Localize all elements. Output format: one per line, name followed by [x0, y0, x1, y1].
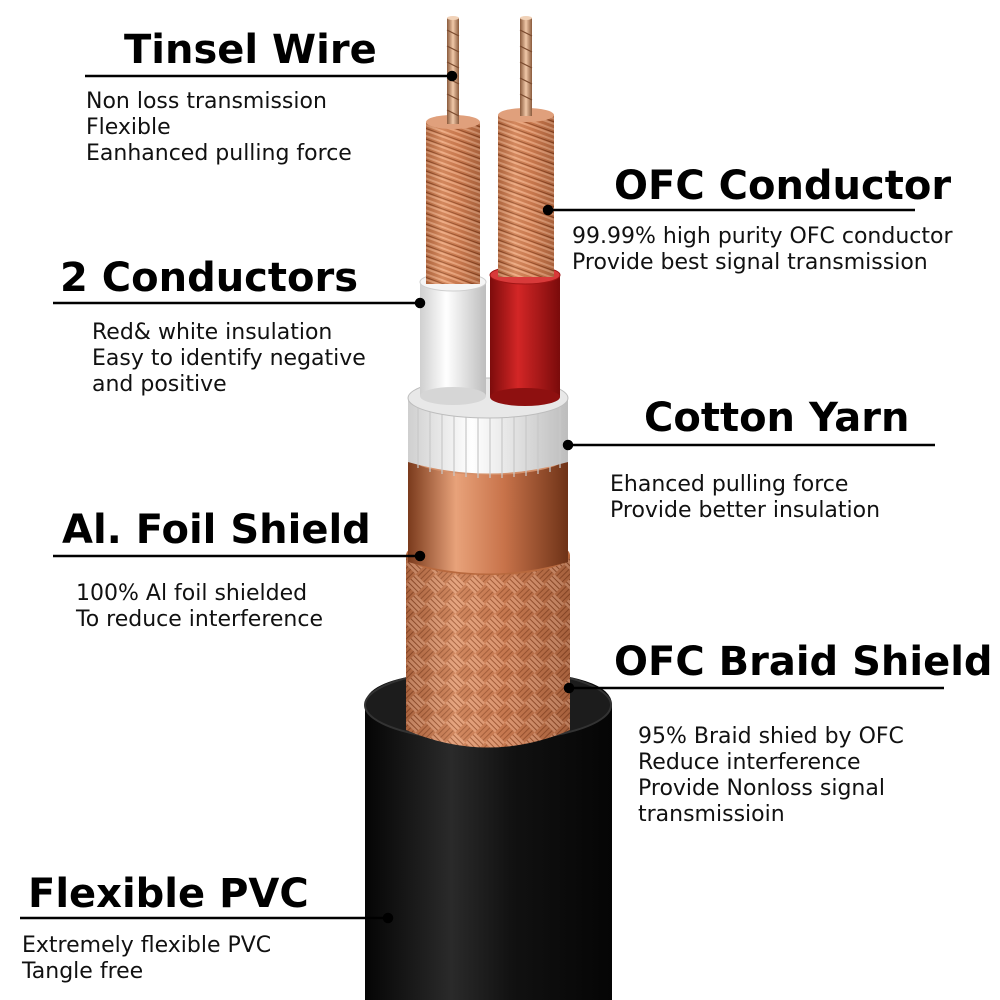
label-title-al-foil-shield: Al. Foil Shield: [62, 507, 371, 553]
label-title-flexible-pvc: Flexible PVC: [28, 871, 309, 917]
label-title-cotton-yarn: Cotton Yarn: [644, 395, 910, 441]
desc-line: Non loss transmission: [86, 89, 327, 114]
desc-line: Extremely flexible PVC: [22, 933, 272, 958]
desc-line: Easy to identify negative: [92, 346, 366, 371]
label-desc-ofc-conductor: 99.99% high purity OFC conductor Provide…: [572, 224, 953, 276]
label-desc-ofc-braid-shield: 95% Braid shied by OFC Reduce interferen…: [638, 724, 904, 828]
desc-line: transmissioin: [638, 802, 785, 827]
desc-line: To reduce interference: [76, 607, 323, 632]
label-title-ofc-conductor: OFC Conductor: [614, 163, 952, 209]
desc-line: Flexible: [86, 115, 171, 140]
label-desc-2-conductors: Red& white insulation Easy to identify n…: [92, 320, 366, 398]
desc-line: Ehanced pulling force: [610, 472, 849, 497]
desc-line: Reduce interference: [638, 750, 861, 775]
label-desc-cotton-yarn: Ehanced pulling force Provide better ins…: [610, 472, 880, 524]
desc-line: 99.99% high purity OFC conductor: [572, 224, 953, 249]
label-title-tinsel-wire: Tinsel Wire: [124, 27, 377, 73]
label-desc-tinsel-wire: Non loss transmission Flexible Eanhanced…: [86, 89, 352, 167]
ofc-conductor: [426, 108, 554, 284]
tinsel-wire: [446, 16, 533, 124]
desc-line: Provide best signal transmission: [572, 250, 928, 275]
desc-line: 95% Braid shied by OFC: [638, 724, 904, 749]
desc-line: Eanhanced pulling force: [86, 141, 352, 166]
label-desc-al-foil-shield: 100% Al foil shielded To reduce interfer…: [76, 581, 323, 633]
red-insulation: [489, 265, 561, 406]
desc-line: 100% Al foil shielded: [76, 581, 308, 606]
label-title-2-conductors: 2 Conductors: [60, 255, 359, 301]
desc-line: Red& white insulation: [92, 320, 333, 345]
desc-line: Provide Nonloss signal: [638, 776, 885, 801]
leader-lines: [20, 70, 944, 924]
label-title-ofc-braid-shield: OFC Braid Shield: [614, 639, 993, 685]
white-insulation: [419, 272, 487, 405]
desc-line: and positive: [92, 372, 227, 397]
desc-line: Tangle free: [22, 959, 144, 984]
desc-line: Provide better insulation: [610, 498, 881, 523]
label-desc-flexible-pvc: Extremely flexible PVC Tangle free: [22, 933, 271, 985]
